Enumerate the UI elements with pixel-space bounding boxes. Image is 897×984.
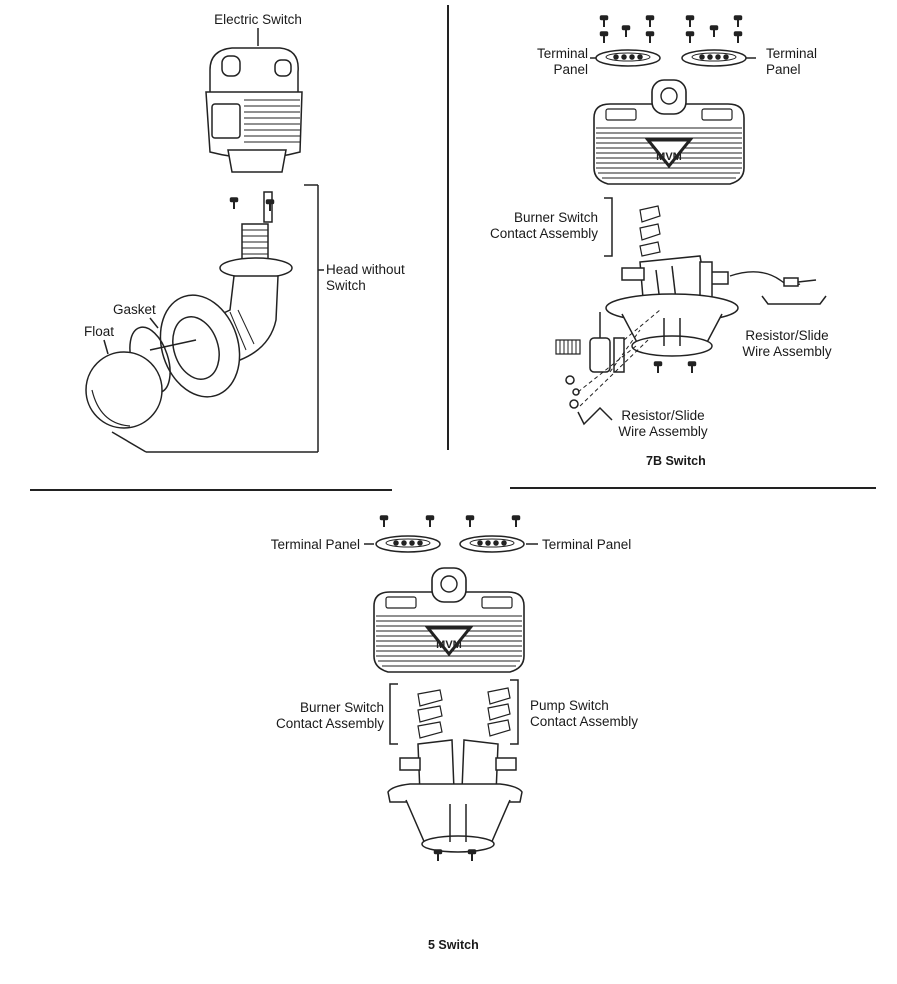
label-5-pump-line-2: Contact Assembly [530,714,639,729]
label-7b-resistor-right-line-1: Resistor/Slide [745,328,829,343]
label-7b-terminal-panel-right: Terminal Panel [766,46,817,78]
label-head-line-2: Switch [326,278,366,293]
label-5-burner-line-1: Burner Switch [299,700,384,715]
logo-7b: MVM [656,151,682,163]
label-7b-resistor-right: Resistor/Slide Wire Assembly [728,328,846,360]
label-7b-resistor-bottom-line-1: Resistor/Slide [621,408,705,423]
label-7b-resistor-bottom: Resistor/Slide Wire Assembly [604,408,722,440]
caption-5-switch: 5 Switch [428,938,479,952]
label-7b-tp-left-line-1: Terminal [536,46,588,61]
label-5-burner-line-2: Contact Assembly [275,716,384,731]
logo-5: MVM [436,639,462,651]
label-5-terminal-panel-left: Terminal Panel [270,537,360,552]
label-7b-burner-line-2: Contact Assembly [489,226,598,241]
label-gasket: Gasket [113,302,156,317]
caption-7b-switch: 7B Switch [646,454,706,468]
label-7b-tp-right-line-2: Panel [766,62,801,77]
label-5-burner-switch: Burner Switch Contact Assembly [258,700,384,732]
gasket-leader [149,317,159,329]
label-7b-terminal-panel-left: Terminal Panel [508,46,588,78]
label-7b-tp-left-line-2: Panel [553,62,588,77]
label-head-line-1: Head without [326,262,405,277]
float-leader [103,339,109,355]
switch-5-illustration [364,515,538,862]
label-head-without-switch: Head without Switch [326,262,405,294]
switch-7b-illustration [555,15,827,426]
label-7b-tp-right-line-1: Terminal [766,46,818,61]
label-7b-burner-switch: Burner Switch Contact Assembly [470,210,598,242]
label-5-terminal-panel-right: Terminal Panel [542,537,632,552]
label-7b-resistor-right-line-2: Wire Assembly [742,344,832,359]
label-7b-resistor-bottom-line-2: Wire Assembly [618,424,708,439]
float-switch-illustration [85,28,324,453]
label-float: Float [84,324,115,339]
label-5-pump-switch: Pump Switch Contact Assembly [530,698,638,730]
label-5-pump-line-1: Pump Switch [530,698,609,713]
label-electric-switch: Electric Switch [214,12,302,27]
label-7b-burner-line-1: Burner Switch [513,210,598,225]
